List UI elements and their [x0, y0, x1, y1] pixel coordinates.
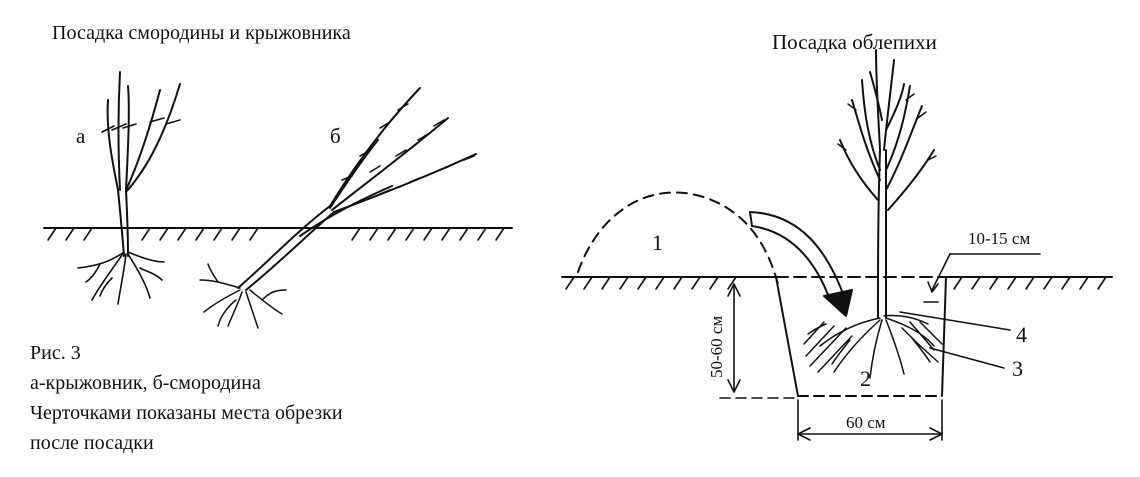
- left-title: Посадка смородины и крыжовника: [52, 22, 351, 44]
- marker-3: 3: [1012, 356, 1023, 381]
- left-ground-line: [43, 227, 513, 241]
- planting-pit: [775, 276, 947, 397]
- leader-line-3: [929, 347, 1005, 369]
- gooseberry-bush: [77, 71, 181, 305]
- dim-depth-label: 50-60 см: [707, 316, 726, 378]
- caption-line-4: после посадки: [30, 432, 154, 454]
- width-dimension: [797, 399, 943, 441]
- leader-line-4: [899, 311, 1011, 331]
- marker-4: 4: [1016, 322, 1027, 347]
- label-b: б: [330, 124, 341, 148]
- fill-arrow: [749, 211, 853, 317]
- currant-bush: [199, 87, 477, 329]
- caption-line-3: Черточками показаны места обрезки: [30, 402, 343, 424]
- depth-dimension: [719, 283, 799, 399]
- caption-line-1: Рис. 3: [30, 342, 81, 364]
- collar-dimension: [923, 253, 1041, 303]
- marker-1: 1: [652, 230, 663, 255]
- sea-buckthorn-seedling: [837, 49, 937, 319]
- label-a: а: [76, 124, 86, 148]
- marker-2: 2: [860, 366, 871, 391]
- right-ground-line: [561, 276, 1113, 290]
- dim-top-label: 10-15 см: [968, 229, 1030, 248]
- caption-line-2: а-крыжовник, б-смородина: [30, 372, 261, 394]
- soil-mound: [577, 191, 779, 285]
- right-title: Посадка облепихи: [772, 30, 937, 54]
- root-ball: [803, 314, 943, 379]
- dim-width-label: 60 см: [846, 413, 886, 432]
- figure-caption: Рис. 3 а-крыжовник, б-смородина Черточка…: [30, 338, 343, 458]
